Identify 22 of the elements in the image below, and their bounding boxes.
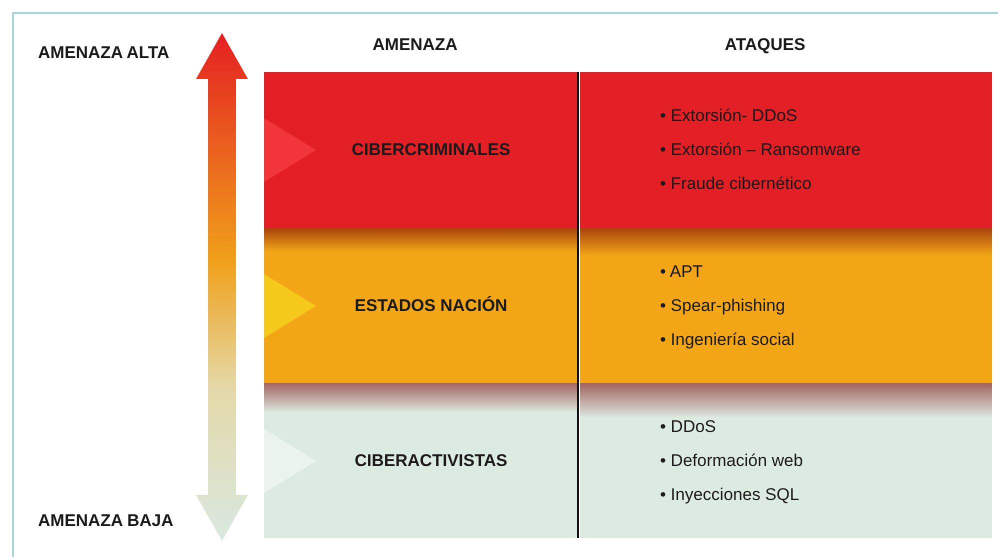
threat-name: ESTADOS NACIÓN: [354, 294, 508, 317]
attacks-cell: [580, 72, 992, 228]
axis-label: AMENAZA BAJA: [38, 510, 174, 532]
threat-name: CIBERCRIMINALES: [352, 139, 510, 162]
attack-item: • Spear-phishing: [660, 295, 786, 317]
threat-name: CIBERACTIVISTAS: [354, 450, 508, 472]
attacks-cell: [580, 228, 992, 383]
attack-item: • Extorsión- DDoS: [660, 105, 798, 127]
attack-item: • Inyecciones SQL: [660, 484, 800, 506]
attacks-cell: [580, 383, 992, 538]
attack-item: • DDoS: [660, 416, 716, 438]
attack-item: • Ingeniería social: [660, 329, 794, 351]
attack-item: • APT: [660, 261, 703, 283]
threat-cell: [264, 383, 578, 538]
axis-label: AMENAZA: [372, 34, 458, 56]
attack-item: • Extorsión – Ransomware: [660, 139, 861, 161]
attack-item: • Deformación web: [660, 450, 803, 472]
axis-label: AMENAZA ALTA: [38, 42, 170, 64]
axis-label: ATAQUES: [724, 34, 806, 56]
attack-item: • Fraude cibernético: [660, 173, 812, 195]
threat-cell: [264, 228, 578, 383]
threat-cell: [264, 72, 578, 228]
